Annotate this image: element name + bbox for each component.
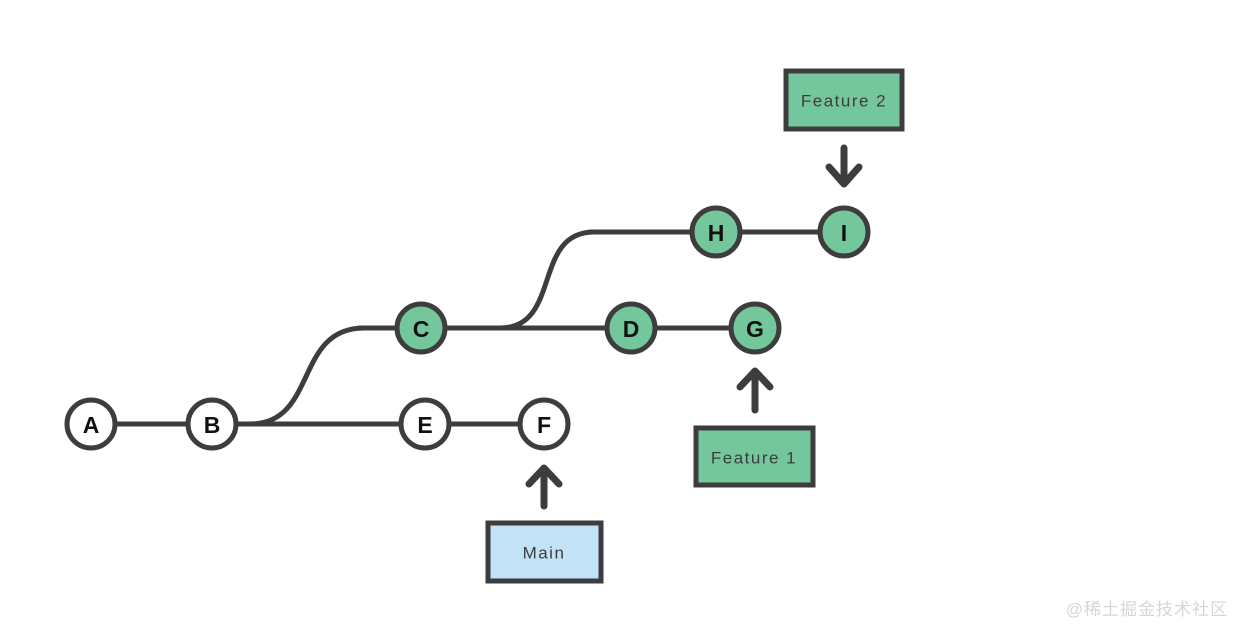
commit-node-d: D — [604, 301, 658, 355]
feature2-branch-tag: Feature 2 — [783, 68, 905, 188]
commit-node-a: A — [64, 397, 118, 451]
commit-label-d: D — [623, 316, 640, 342]
commit-label-h: H — [708, 220, 725, 246]
feature1-branch-tag: Feature 1 — [693, 367, 816, 488]
watermark: @稀土掘金技术社区 — [1065, 600, 1228, 619]
commit-label-i: I — [841, 220, 847, 246]
arrow-up-icon-feature1 — [736, 367, 774, 414]
commit-node-i: I — [817, 205, 871, 259]
feature2-box — [783, 68, 905, 132]
arrow-down-icon — [825, 144, 863, 188]
commit-node-b: B — [185, 397, 239, 451]
commit-circle-e — [398, 397, 452, 451]
commit-label-f: F — [537, 412, 551, 438]
commit-label-c: C — [413, 316, 430, 342]
commit-node-f: F — [517, 397, 571, 451]
commit-circle-h — [689, 205, 743, 259]
main-box-label: Main — [523, 544, 566, 563]
commit-label-b: B — [204, 412, 221, 438]
arrow-up-icon-main — [525, 464, 563, 510]
commit-circle-b — [185, 397, 239, 451]
commit-node-e: E — [398, 397, 452, 451]
commit-node-c: C — [394, 301, 448, 355]
commit-circle-f — [517, 397, 571, 451]
commit-label-e: E — [417, 412, 432, 438]
main-box — [485, 520, 604, 584]
feature1-branch-curve — [247, 325, 367, 427]
commit-node-g: G — [728, 301, 782, 355]
feature2-box-label: Feature 2 — [801, 92, 887, 111]
commit-label-g: G — [746, 316, 764, 342]
feature1-box-label: Feature 1 — [711, 449, 797, 468]
commit-node-h: H — [689, 205, 743, 259]
commit-circle-a — [64, 397, 118, 451]
commit-label-a: A — [83, 412, 100, 438]
feature2-branch-curve — [497, 229, 597, 331]
main-branch-tag: Main — [485, 464, 604, 584]
commit-circle-g — [728, 301, 782, 355]
feature1-box — [693, 425, 816, 488]
commit-circle-i — [817, 205, 871, 259]
commit-circle-d — [604, 301, 658, 355]
commit-circle-c — [394, 301, 448, 355]
